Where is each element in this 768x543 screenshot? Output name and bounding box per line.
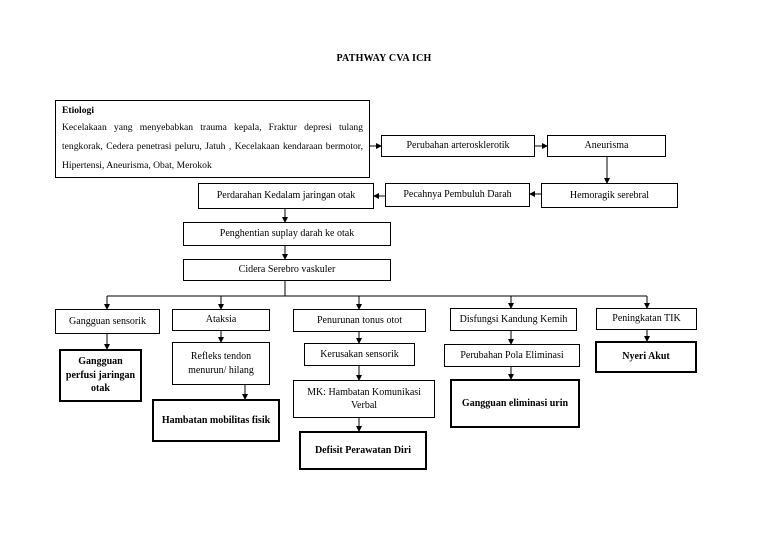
node-perdarahan: Perdarahan Kedalam jaringan otak xyxy=(198,183,374,209)
diagnosis-perawatan-diri: Defisit Perawatan Diri xyxy=(299,431,427,470)
node-hemoragik: Hemoragik serebral xyxy=(541,183,678,208)
node-gangguan-sensorik: Gangguan sensorik xyxy=(55,309,160,334)
node-mk-hambatan: MK: Hambatan Komunikasi Verbal xyxy=(293,380,435,418)
diagnosis-perfusi: Gangguan perfusi jaringan otak xyxy=(59,349,142,402)
diagnosis-mobilitas: Hambatan mobilitas fisik xyxy=(152,399,280,442)
node-penghentian: Penghentian suplay darah ke otak xyxy=(183,222,391,246)
node-penurunan-tonus: Penurunan tonus otot xyxy=(293,309,426,332)
etiologi-box: Etiologi Kecelakaan yang menyebabkan tra… xyxy=(55,100,370,178)
diagnosis-eliminasi: Gangguan eliminasi urin xyxy=(450,379,580,428)
page-title: PATHWAY CVA ICH xyxy=(336,53,432,64)
node-perubahan-pola: Perubahan Pola Eliminasi xyxy=(444,344,580,367)
node-ataksia: Ataksia xyxy=(172,309,270,331)
node-aneurisma: Aneurisma xyxy=(547,135,666,157)
etiologi-heading: Etiologi xyxy=(62,105,94,116)
node-pecahnya: Pecahnya Pembuluh Darah xyxy=(385,183,530,207)
node-peningkatan-tik: Peningkatan TIK xyxy=(596,308,697,330)
node-disfungsi: Disfungsi Kandung Kemih xyxy=(450,308,577,331)
etiologi-text: Kecelakaan yang menyebabkan trauma kepal… xyxy=(62,122,363,171)
node-kerusakan-sensorik: Kerusakan sensorik xyxy=(304,343,415,366)
diagnosis-nyeri: Nyeri Akut xyxy=(595,341,697,373)
node-arterosklerotik: Perubahan arterosklerotik xyxy=(381,135,535,157)
node-refleks: Refleks tendon menurun/ hilang xyxy=(172,342,270,385)
node-cidera: Cidera Serebro vaskuler xyxy=(183,259,391,281)
